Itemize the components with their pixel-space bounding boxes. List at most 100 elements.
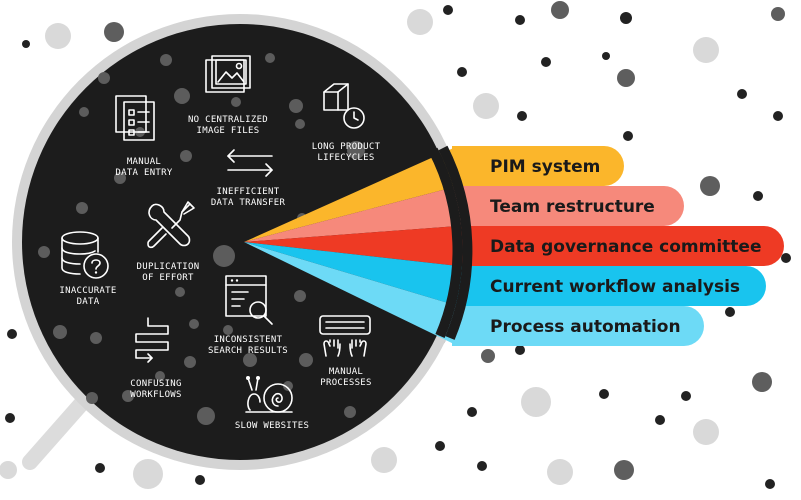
solution-label: Process automation — [490, 317, 681, 337]
background-dot — [765, 479, 775, 489]
database-question-icon — [61, 231, 109, 279]
lens-dot — [184, 356, 196, 368]
problem-label-line: CONFUSING — [130, 379, 181, 389]
solution-band — [452, 306, 704, 346]
lens-dot — [155, 371, 165, 381]
background-dot — [781, 253, 791, 263]
background-dot — [771, 7, 785, 21]
rim-arc-outer — [438, 145, 473, 340]
lens-dot — [76, 202, 88, 214]
lens-dot — [231, 97, 241, 107]
lens-dot — [98, 72, 110, 84]
solution-ray — [244, 146, 458, 242]
checklist-icon — [115, 95, 155, 141]
background-dot — [104, 22, 124, 42]
background-dot — [599, 389, 609, 399]
transfer-arrows-icon — [227, 149, 273, 177]
background-dot — [773, 111, 783, 121]
rim-overlay — [428, 145, 473, 340]
search-window-icon — [225, 275, 273, 325]
lens-dot — [174, 88, 190, 104]
box-clock-icon — [323, 83, 365, 129]
lens-dot — [197, 407, 215, 425]
lens-dot — [38, 246, 50, 258]
background-dot — [602, 52, 610, 60]
background-dot — [195, 475, 205, 485]
background-dot — [7, 329, 17, 339]
problem-label-line: MANUAL — [329, 367, 363, 377]
background-dot — [541, 57, 551, 67]
background-dot — [737, 89, 747, 99]
problem-label-line: SEARCH RESULTS — [208, 346, 288, 356]
solution-band — [452, 226, 784, 266]
problem-label-line: DATA TRANSFER — [211, 198, 286, 208]
solution-label: Data governance committee — [490, 237, 761, 257]
lens-dot — [175, 287, 185, 297]
problem-label-line: PROCESSES — [320, 378, 371, 388]
background-dot — [5, 413, 15, 423]
background-dot — [477, 461, 487, 471]
background-dot — [443, 5, 453, 15]
background-dot — [457, 67, 467, 77]
background-dot — [693, 37, 719, 63]
problem-label-line: INACCURATE — [59, 286, 116, 296]
background-dot — [515, 15, 525, 25]
lens-dot — [90, 332, 102, 344]
background-dot — [517, 111, 527, 121]
lens-dot — [289, 99, 303, 113]
rim-arc-dark — [428, 147, 463, 338]
background-dot — [45, 23, 71, 49]
lens-dot — [189, 319, 199, 329]
problem-label-line: DATA — [77, 297, 100, 307]
solution-label: Current workflow analysis — [490, 277, 740, 297]
slow-websites-label: SLOW WEBSITES — [235, 421, 309, 431]
hands-keyboard-icon — [319, 315, 371, 357]
lens-dot — [53, 325, 67, 339]
problem-label-line: WORKFLOWS — [130, 390, 181, 400]
snail-icon — [245, 376, 293, 413]
background-dot — [407, 9, 433, 35]
background-dot — [693, 419, 719, 445]
problem-label-line: IMAGE FILES — [197, 126, 260, 136]
magnifier-lens — [22, 24, 458, 460]
problem-label-line: SLOW WEBSITES — [235, 421, 309, 431]
lens-dot — [86, 392, 98, 404]
solution-label: PIM system — [490, 157, 600, 177]
crossed-wrenches-icon — [147, 201, 195, 249]
problem-label-line: LIFECYCLES — [317, 153, 374, 163]
lens-dot — [265, 53, 275, 63]
background-dot — [752, 372, 772, 392]
image-files-icon — [205, 55, 251, 93]
lens-dot — [295, 119, 305, 129]
background-dot — [681, 391, 691, 401]
background-dot — [515, 345, 525, 355]
problem-label-line: DUPLICATION — [137, 262, 200, 272]
lens-dot — [294, 290, 306, 302]
problem-label-line: OF EFFORT — [142, 273, 194, 283]
problem-label-line: INCONSISTENT — [214, 335, 283, 345]
background-dot — [435, 441, 445, 451]
lens-dot — [344, 406, 356, 418]
solution-label: Team restructure — [490, 197, 655, 217]
background-dot — [473, 93, 499, 119]
background-dot — [623, 131, 633, 141]
solution-band — [452, 146, 624, 186]
background-dot — [371, 447, 397, 473]
solution-band — [452, 186, 684, 226]
lens-dots — [38, 53, 395, 425]
background-dot — [614, 460, 634, 480]
background-dot — [547, 459, 573, 485]
solution-ray — [244, 186, 458, 242]
lens-dot — [180, 150, 192, 162]
background-dot — [467, 407, 477, 417]
